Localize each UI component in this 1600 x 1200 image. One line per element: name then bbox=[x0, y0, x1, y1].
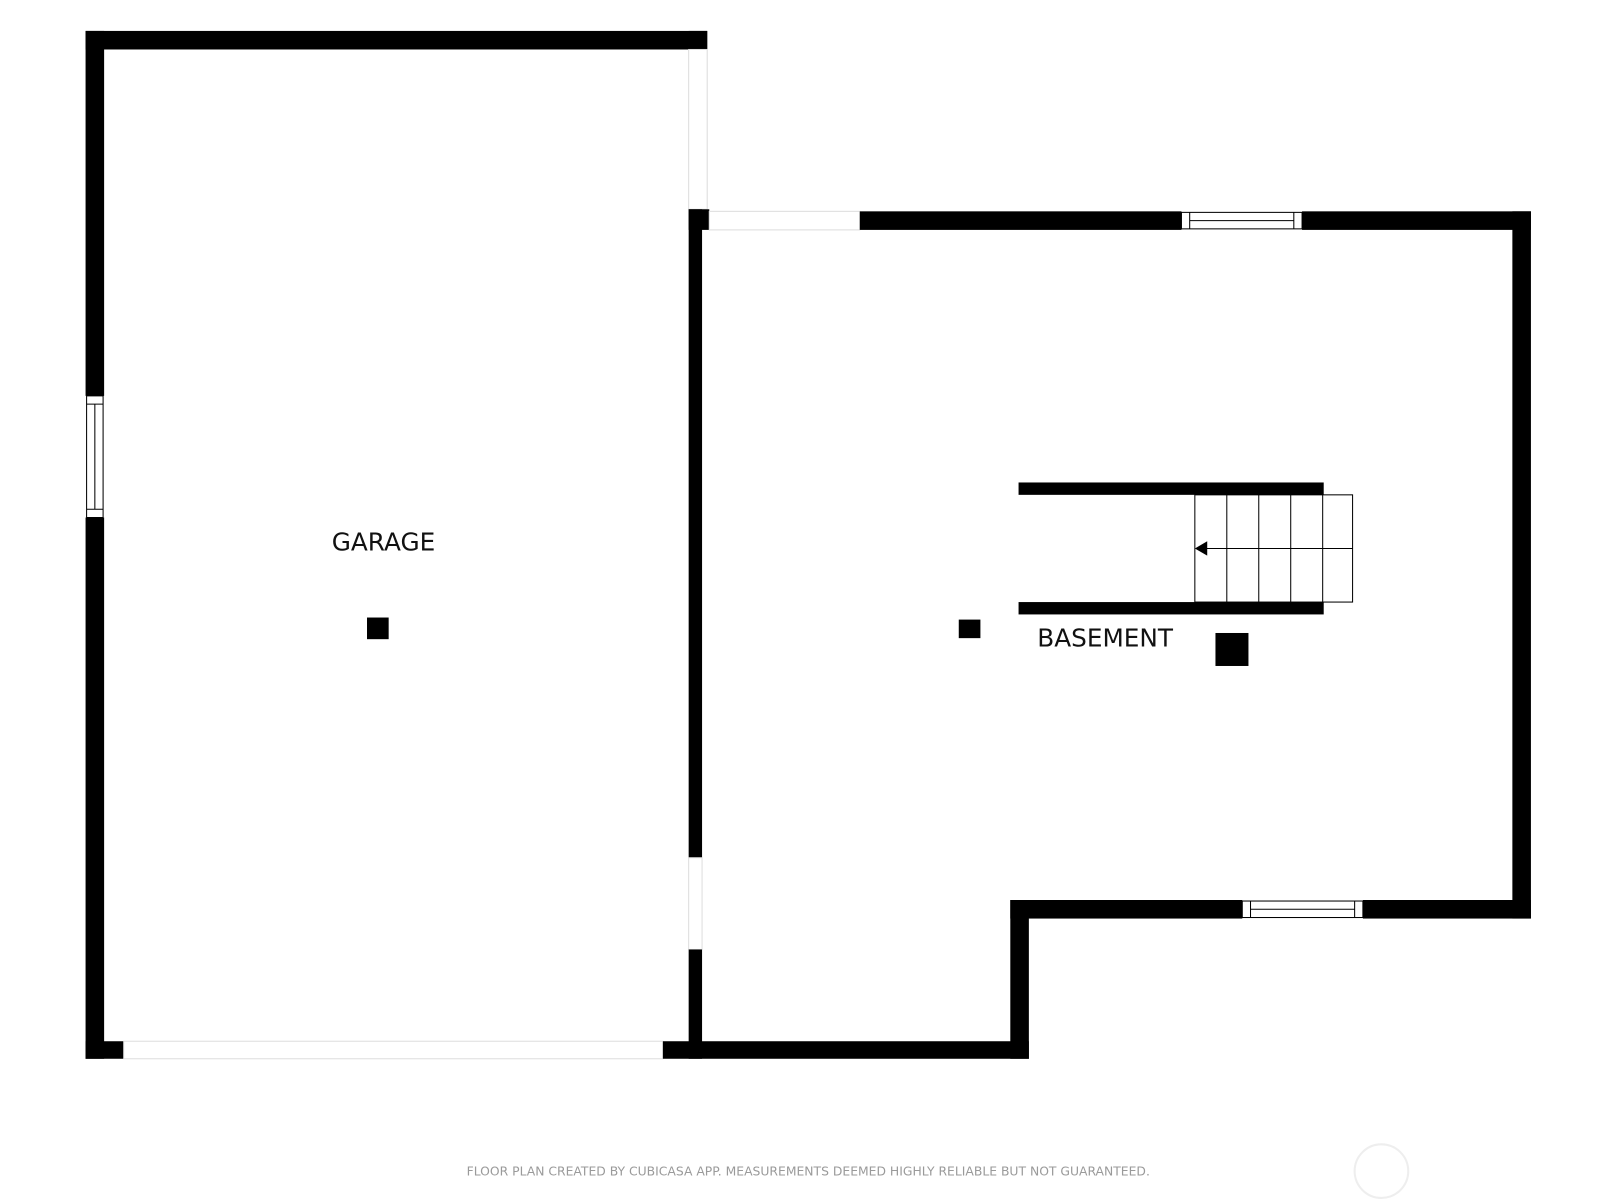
basement-top-window bbox=[1180, 211, 1303, 230]
garage-side-opening bbox=[688, 48, 708, 210]
room-label-garage: GARAGE bbox=[332, 528, 436, 557]
basement-step-wall bbox=[1010, 900, 1029, 1059]
basement-right-wall bbox=[1512, 211, 1531, 919]
garage-bottom-wall-left bbox=[85, 1041, 124, 1059]
basement-top-opening bbox=[708, 210, 861, 231]
garage-walls bbox=[85, 30, 1029, 1060]
garage-pillar bbox=[367, 617, 389, 640]
basement-pillar-large bbox=[1215, 632, 1249, 666]
room-label-basement: BASEMENT bbox=[1037, 623, 1174, 652]
basement-bottom-window bbox=[1241, 900, 1364, 919]
garage-door-opening bbox=[123, 1040, 664, 1060]
garage-left-wall-lower bbox=[85, 517, 105, 1059]
bottom-wall bbox=[662, 1041, 1029, 1059]
middle-wall bbox=[688, 209, 710, 1059]
garage-top-wall bbox=[85, 30, 708, 50]
basement-lower-wall bbox=[1010, 900, 1243, 919]
logo-circle-icon bbox=[1353, 1143, 1410, 1199]
garage-left-wall-upper bbox=[85, 30, 105, 396]
garage-left-window bbox=[86, 395, 104, 519]
basement-walls bbox=[708, 210, 1531, 1059]
basement-top-wall bbox=[859, 211, 1182, 230]
middle-wall-opening bbox=[688, 857, 703, 950]
basement-pillar-small bbox=[958, 619, 981, 639]
garage-top-right-corner bbox=[688, 30, 708, 50]
footer-disclaimer: FLOOR PLAN CREATED BY CUBICASA APP. MEAS… bbox=[467, 1164, 1150, 1178]
staircase bbox=[1018, 482, 1354, 615]
stair-arrow-icon bbox=[1194, 541, 1208, 556]
